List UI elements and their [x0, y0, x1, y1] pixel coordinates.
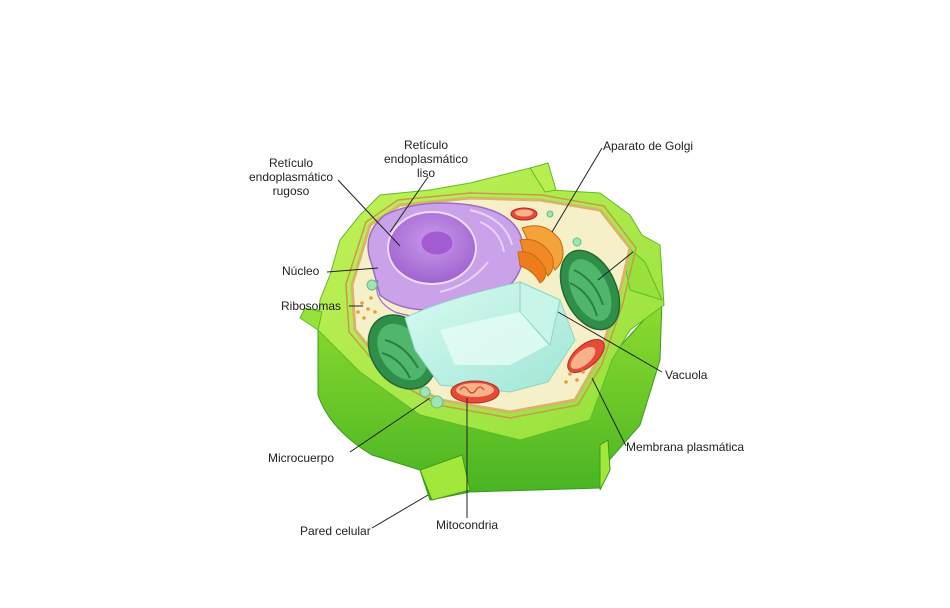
mitochondrion-top — [510, 207, 538, 221]
mitochondrion-right — [567, 339, 605, 373]
nucleus — [387, 211, 477, 285]
cell-wall-front-notch-right — [599, 439, 611, 491]
chloroplast-right — [559, 249, 621, 331]
microbodies — [366, 210, 582, 409]
label-rough-er: Retículo endoplasmático rugoso — [248, 156, 334, 198]
label-nucleus: Núcleo — [282, 264, 320, 278]
label-vacuole: Vacuola — [665, 368, 708, 382]
label-ribosomes: Ribosomas — [281, 299, 342, 313]
plasma-membrane — [345, 192, 637, 419]
label-golgi: Aparato de Golgi — [603, 139, 694, 153]
ribosomes — [356, 296, 585, 384]
label-plasma-membrane: Membrana plasmática — [626, 440, 745, 454]
cell-wall-front-notch — [419, 454, 471, 501]
leader-lines — [326, 147, 663, 529]
vacuole — [404, 281, 576, 393]
mitochondrion-bottom — [450, 380, 500, 404]
label-mitochondrion: Mitocondria — [436, 518, 499, 532]
golgi-apparatus — [517, 225, 564, 284]
label-cell-wall: Pared celular — [300, 524, 371, 538]
label-smooth-er: Retículo endoplasmático liso — [383, 138, 469, 180]
nucleolus — [420, 230, 454, 256]
label-microbody: Microcuerpo — [268, 451, 335, 465]
